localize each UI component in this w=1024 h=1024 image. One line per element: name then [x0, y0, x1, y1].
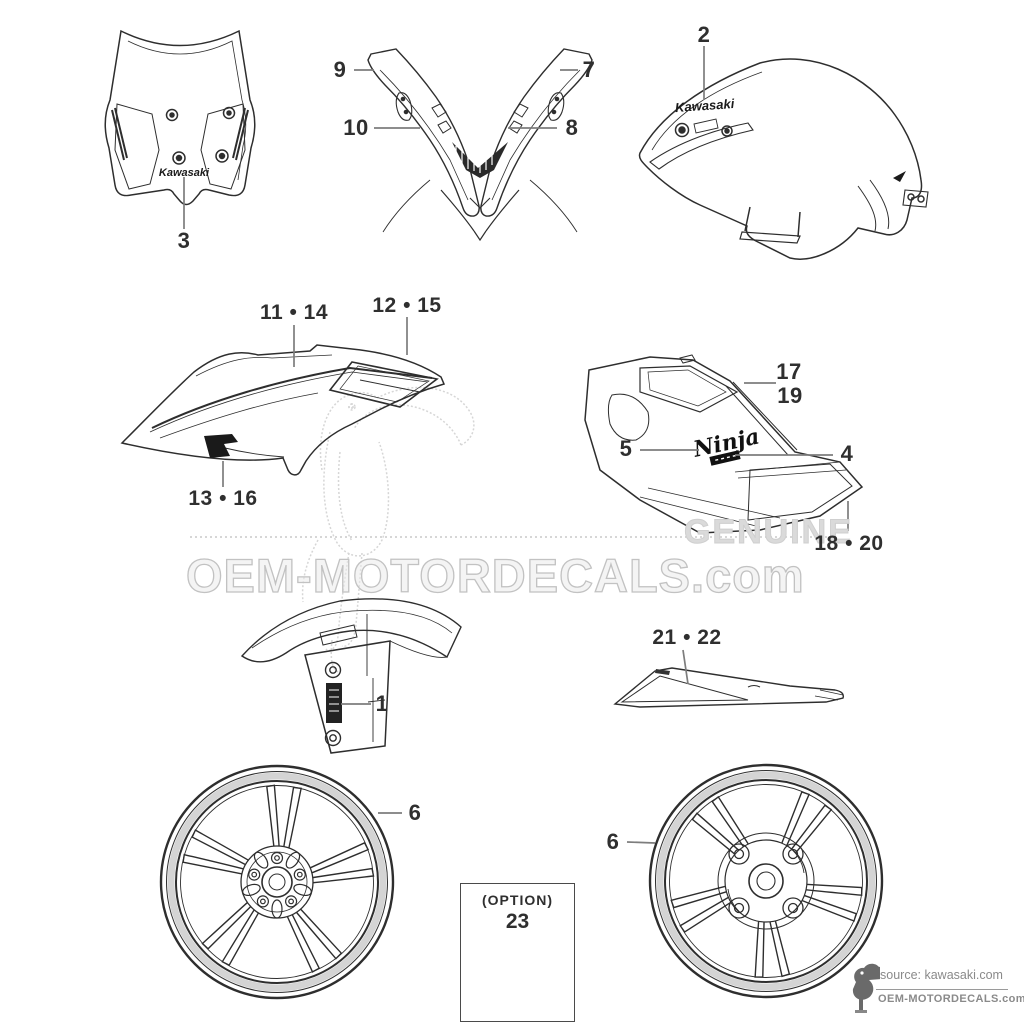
- option-box: (OPTION) 23: [460, 883, 575, 1022]
- windscreen-drawing: Kawasaki: [104, 29, 256, 206]
- rear-wheel-drawing: [639, 751, 897, 1008]
- tail-cowl-drawing: [613, 667, 845, 708]
- callout-11-14: 11 • 14: [259, 301, 329, 324]
- badge-site-text: OEM-MOTORDECALS.com: [878, 993, 1024, 1005]
- left-fairing-drawing: [120, 344, 446, 476]
- badge-divider: [876, 989, 1008, 990]
- genuine-watermark: GENUINE: [684, 513, 853, 552]
- fender-sticker-decal: [326, 683, 342, 723]
- front-fender-drawing: [240, 598, 462, 754]
- leader-line: [626, 841, 656, 844]
- bird-watermark: [301, 386, 475, 673]
- callout-21-22: 21 • 22: [652, 626, 722, 649]
- callout-23: 23: [505, 910, 530, 933]
- callout-7: 7: [582, 57, 596, 82]
- callout-3: 3: [177, 228, 191, 253]
- callout-18-20: 18 • 20: [814, 532, 884, 555]
- callout-19: 19: [777, 383, 803, 408]
- tank-kawasaki-decal: Kawasaki: [675, 96, 736, 115]
- ninja-small-decal: [709, 450, 741, 466]
- windscreen-kawasaki-decal: Kawasaki: [159, 167, 210, 179]
- leader-lines: [183, 46, 849, 957]
- callout-10: 10: [343, 115, 369, 140]
- badge-source-text: source: kawasaki.com: [880, 968, 1003, 982]
- left-fairing-chevron-decal: [204, 434, 238, 458]
- front-cowl-drawing: [367, 48, 593, 242]
- callout-13-16: 13 • 16: [188, 487, 258, 510]
- callout-6-front: 6: [408, 800, 422, 825]
- front-wheel-drawing: [161, 766, 393, 998]
- callout-9: 9: [333, 57, 347, 82]
- callout-12-15: 12 • 15: [372, 294, 442, 317]
- leader-line: [682, 649, 689, 685]
- callout-4: 4: [840, 441, 854, 466]
- callout-5: 5: [619, 436, 633, 461]
- callout-1: 1: [375, 691, 389, 716]
- toucan-logo-icon: [852, 963, 880, 1013]
- callout-8: 8: [565, 115, 579, 140]
- windscreen-screws: [165, 106, 236, 165]
- fuel-tank-drawing: Kawasaki: [638, 58, 929, 260]
- callout-17: 17: [776, 359, 802, 384]
- option-box-title: (OPTION): [482, 892, 553, 908]
- callout-6-rear: 6: [606, 829, 620, 854]
- site-watermark: OEM-MOTORDECALS.com: [185, 548, 805, 602]
- callout-2: 2: [697, 22, 711, 47]
- source-badge: source: kawasaki.com OEM-MOTORDECALS.com: [846, 960, 1024, 1014]
